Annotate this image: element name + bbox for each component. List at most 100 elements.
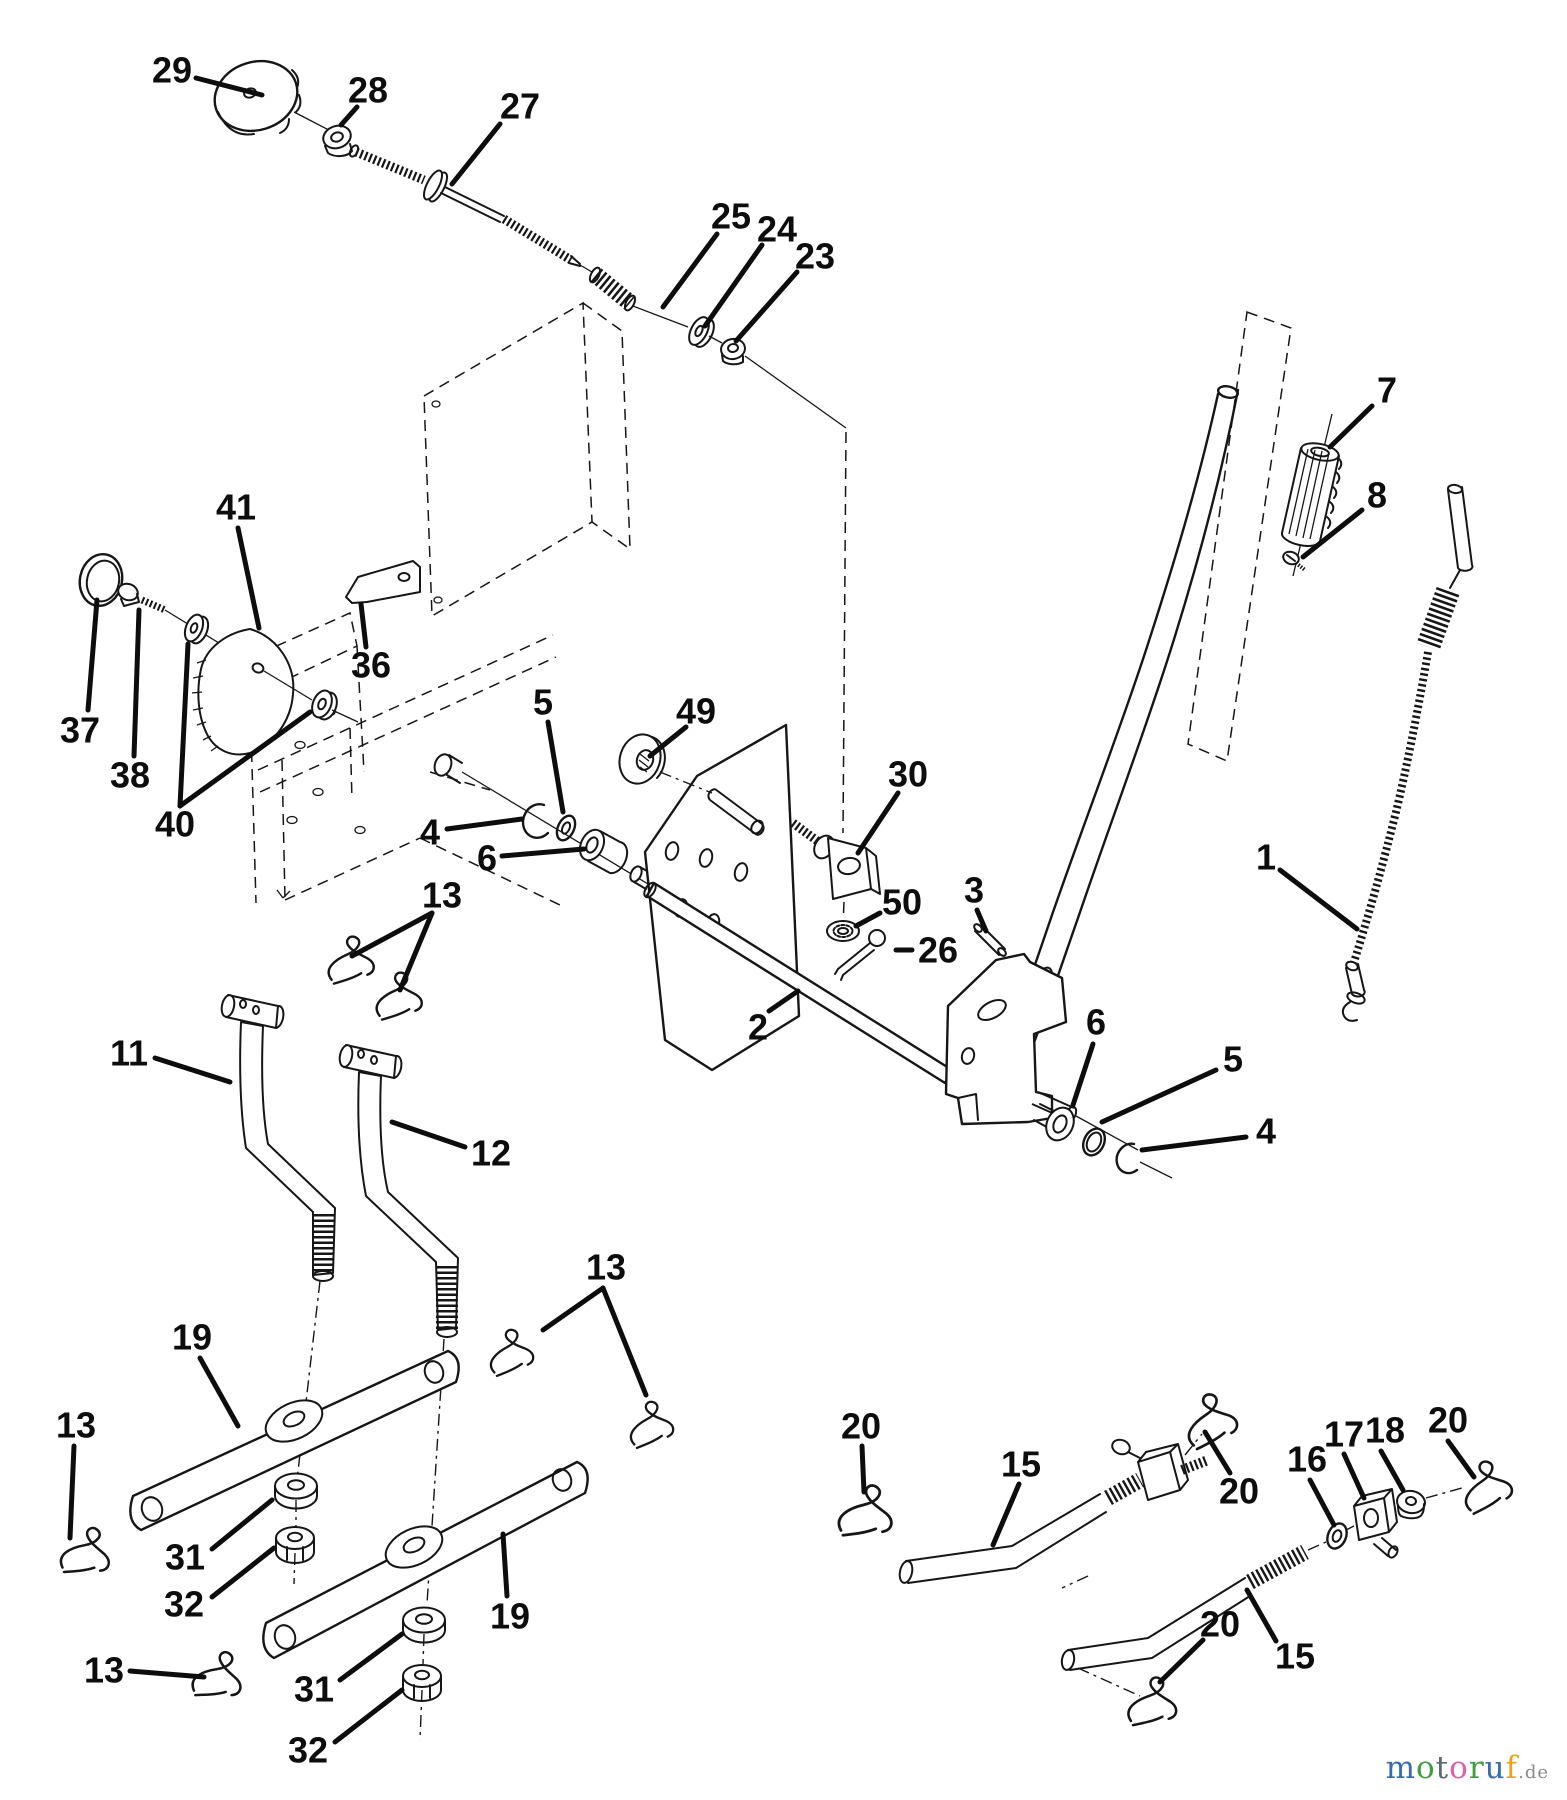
leader-line-12	[389, 1119, 468, 1150]
leader-line-20	[1202, 1429, 1233, 1476]
leader-line-4	[1139, 1134, 1249, 1153]
part-label-6-43: 6	[477, 838, 497, 879]
leader-line-4	[444, 816, 525, 832]
leader-line-24	[702, 242, 765, 329]
part-label-19-25: 19	[172, 1317, 212, 1358]
part-label-7-18: 7	[1377, 370, 1397, 411]
leader-line-50	[853, 910, 883, 929]
leader-line-16	[1307, 1477, 1337, 1528]
watermark-letter: f	[1505, 1750, 1519, 1786]
lift-arm-plate-19-upper	[129, 1349, 460, 1564]
leader-line-5	[545, 719, 566, 815]
leader-line-40	[177, 641, 191, 809]
part-label-27-2: 27	[500, 86, 540, 127]
part-label-19-30: 19	[490, 1596, 530, 1637]
part-label-29-0: 29	[152, 50, 192, 91]
part-label-1-20: 1	[1256, 837, 1276, 878]
watermark-letter: t	[1435, 1750, 1450, 1786]
part-label-49-12: 49	[676, 691, 716, 732]
leader-line-49	[647, 724, 689, 759]
leader-line-18	[1378, 1448, 1406, 1493]
part-label-3-14: 3	[964, 870, 984, 911]
leader-line-11	[152, 1055, 233, 1085]
part-label-18-38: 18	[1365, 1410, 1405, 1451]
part-label-4-42: 4	[420, 812, 440, 853]
leader-line-6	[499, 846, 587, 859]
part-label-5-45: 5	[1223, 1039, 1243, 1080]
part-label-4-46: 4	[1256, 1111, 1276, 1152]
leader-lines	[67, 75, 1477, 1745]
mounting-plate	[643, 723, 801, 1072]
flat-washer-31-lower	[402, 1606, 446, 1644]
leader-line-13	[540, 1285, 606, 1333]
leader-line-31	[337, 1631, 405, 1683]
part-label-50-15: 50	[882, 882, 922, 923]
leader-line-41	[235, 525, 262, 631]
part-label-8-19: 8	[1367, 475, 1387, 516]
lift-cable-1	[1341, 483, 1474, 1022]
hex-nut-18	[1396, 1489, 1426, 1520]
watermark: motoruf.de	[1386, 1750, 1549, 1786]
watermark-letter: u	[1484, 1750, 1506, 1786]
leader-line-17	[1341, 1451, 1367, 1501]
part-label-12-23: 12	[471, 1133, 511, 1174]
leader-line-37	[85, 597, 100, 713]
leader-line-13	[397, 910, 435, 993]
part-label-16-36: 16	[1287, 1439, 1327, 1480]
part-label-6-44: 6	[1086, 1002, 1106, 1043]
lock-nut-32-upper	[275, 1526, 315, 1564]
leader-line-2	[766, 988, 801, 1014]
part-label-20-39: 20	[1428, 1400, 1468, 1441]
part-label-13-24: 13	[586, 1247, 626, 1288]
part-label-26-16: 26	[918, 930, 958, 971]
watermark-letter: o	[1449, 1750, 1469, 1786]
part-label-15-34: 15	[1001, 1444, 1041, 1485]
leader-line-29	[193, 75, 265, 98]
part-label-30-13: 30	[888, 754, 928, 795]
leader-line-36	[358, 601, 369, 650]
leader-line-38	[131, 607, 142, 759]
part-label-25-3: 25	[711, 196, 751, 237]
lift-shaft-rod-2	[643, 881, 954, 1085]
part-label-13-29: 13	[84, 1650, 124, 1691]
left-shaft-fasteners	[433, 753, 653, 890]
leader-line-40	[177, 709, 313, 809]
watermark-letter: o	[1416, 1750, 1436, 1786]
leader-line-15	[990, 1481, 1022, 1548]
part-label-32-28: 32	[164, 1584, 204, 1625]
part-label-20-35: 20	[1219, 1471, 1259, 1512]
shoulder-bolt-30	[790, 819, 881, 900]
right-shaft-fasteners	[1033, 1103, 1173, 1179]
part-label-5-11: 5	[533, 682, 553, 723]
leader-line-13	[127, 1668, 207, 1680]
leader-line-5	[1099, 1067, 1219, 1125]
part-label-13-26: 13	[56, 1405, 96, 1446]
part-label-24-4: 24	[757, 209, 797, 250]
flat-washer-16	[1326, 1522, 1348, 1550]
watermark-suffix: .de	[1518, 1762, 1549, 1783]
part-label-20-40: 20	[1200, 1604, 1240, 1645]
leader-line-25	[660, 231, 720, 310]
part-label-15-41: 15	[1275, 1636, 1315, 1677]
leader-line-13	[67, 1443, 77, 1541]
leader-line-30	[855, 790, 901, 856]
part-label-17-37: 17	[1324, 1414, 1364, 1455]
star-washer-50	[826, 920, 860, 942]
part-label-41-6: 41	[216, 487, 256, 528]
part-label-37-8: 37	[60, 710, 100, 751]
pivot-washer-49	[618, 733, 713, 794]
leader-line-6	[1070, 1041, 1096, 1108]
leader-line-19	[500, 1531, 510, 1599]
part-label-40-10: 40	[155, 804, 195, 845]
leader-line-28	[338, 104, 360, 128]
lift-arm-11	[220, 994, 336, 1585]
leader-line-3	[974, 907, 989, 934]
part-label-36-7: 36	[351, 645, 391, 686]
part-label-28-1: 28	[348, 70, 388, 111]
leader-line-23	[733, 269, 800, 344]
trunnion-block-17	[1353, 1488, 1399, 1559]
lock-nut-32-lower	[402, 1664, 442, 1702]
